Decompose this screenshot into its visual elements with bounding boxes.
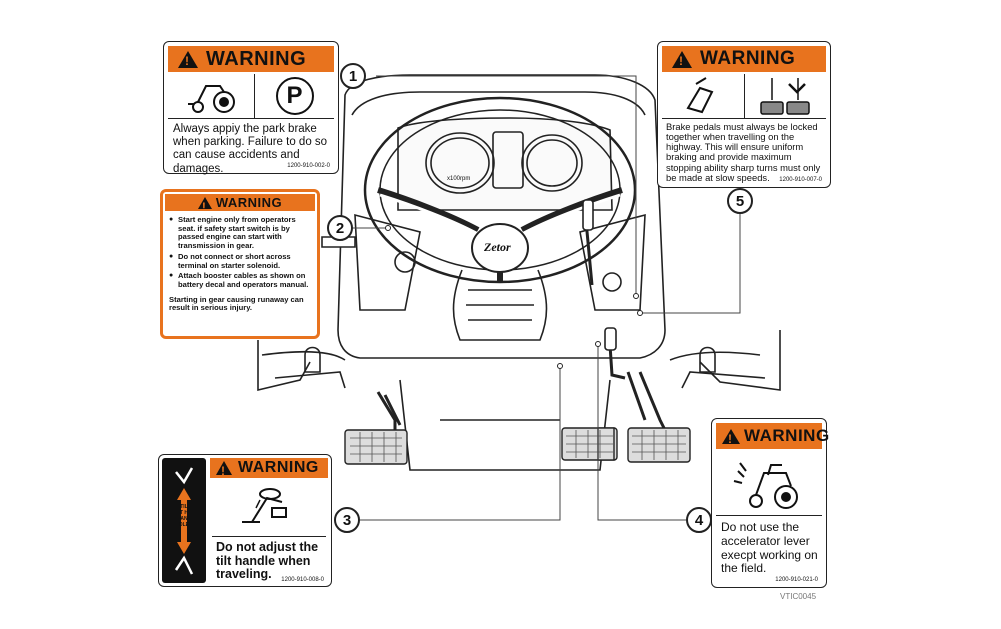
warning-heading-text: WARNING <box>700 48 796 69</box>
warning-body: Start engine only from operators seat. i… <box>169 215 311 313</box>
warning-header: WARNING <box>168 46 334 72</box>
tractor-parked-icon <box>168 74 255 118</box>
warning-triangle-icon <box>216 461 232 478</box>
warning-note: Starting in gear causing runaway can res… <box>169 294 304 313</box>
warning-triangle-icon <box>672 50 692 68</box>
label-code: 1200-910-002-0 <box>287 163 330 169</box>
warning-heading-text: WARNING <box>215 195 283 210</box>
warning-triangle-icon <box>178 50 198 68</box>
callout-4: 4 <box>686 507 712 533</box>
warning-bullet: Attach booster cables as shown on batter… <box>169 271 311 289</box>
warning-heading-text: WARNING <box>744 426 830 445</box>
warning-label-accelerator: WARNING Do not use the accelerator lever… <box>711 418 829 588</box>
tilt-steering-icon <box>212 478 326 537</box>
warning-heading-text: WARNING <box>238 459 319 476</box>
warning-header: WARNING <box>165 194 315 214</box>
callout-5: 5 <box>727 188 753 214</box>
warning-label-start-engine: WARNING Start engine only from operators… <box>160 189 320 339</box>
label-code: 1200-910-008-0 <box>281 577 324 583</box>
pedals-lock-icon <box>662 74 745 118</box>
tach-unit-label: x100rpm <box>447 176 471 182</box>
warning-header: WARNING <box>662 46 826 72</box>
warning-label-brake-pedals: WARNING <box>657 41 831 188</box>
warning-text: Brake pedals must always be locked toget… <box>666 121 821 183</box>
warning-label-park-brake: WARNING P Always appiy the park brake w <box>163 41 339 175</box>
warning-header: WARNING <box>716 423 829 449</box>
warning-triangle-icon <box>722 428 740 446</box>
callout-1: 1 <box>340 63 366 89</box>
callout-2: 2 <box>327 215 353 241</box>
warning-label-tilt-handle: TILT HANDLE WARNING Do not adjust <box>158 454 332 587</box>
tractor-runaway-icon <box>716 451 822 516</box>
tilt-arrows-icon <box>174 467 194 575</box>
warning-heading-text: WARNING <box>206 47 307 70</box>
figure-code: VTIC0045 <box>780 592 817 601</box>
pedals-locked-together-icon <box>745 74 827 118</box>
warning-bullet: Do not connect or short across terminal … <box>169 252 311 270</box>
warning-header: WARNING <box>210 458 328 478</box>
warning-text: Always appiy the park brake when parking… <box>173 123 328 175</box>
park-brake-p-icon: P <box>255 74 334 118</box>
warning-text: Do not use the accelerator lever execpt … <box>721 520 818 576</box>
label-code: 1200-910-007-0 <box>779 177 822 183</box>
tilt-handle-side-text: TILT HANDLE <box>179 504 189 528</box>
tilt-handle-side-panel: TILT HANDLE <box>162 458 206 583</box>
warning-triangle-icon <box>197 196 212 214</box>
label-code: 1200-910-021-0 <box>775 577 818 583</box>
warning-text: Do not adjust the tilt handle when trave… <box>216 540 319 581</box>
callout-3: 3 <box>334 507 360 533</box>
warning-bullet: Start engine only from operators seat. i… <box>169 215 311 251</box>
steering-wheel-brand: Zetor <box>484 240 511 254</box>
